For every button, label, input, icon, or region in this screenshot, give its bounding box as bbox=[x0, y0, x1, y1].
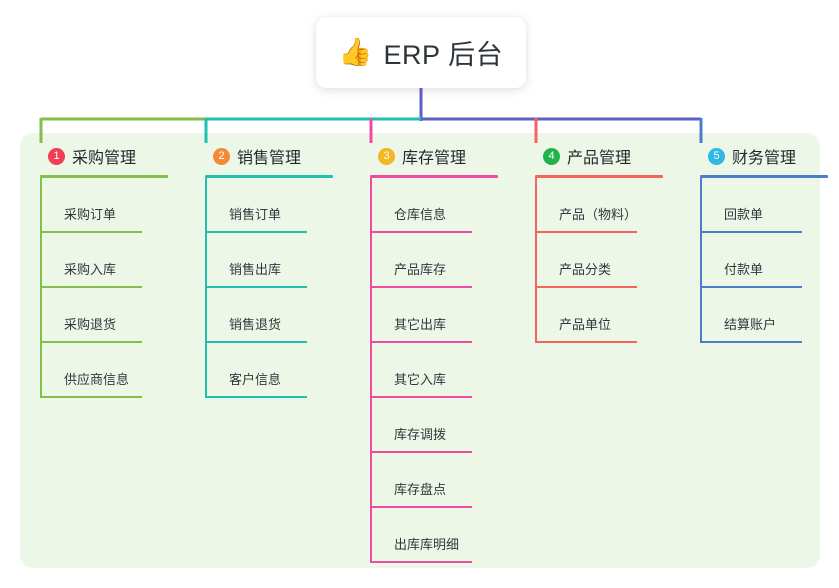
column-2: 2 销售管理销售订单销售出库销售退货客户信息 bbox=[195, 143, 360, 398]
column-5: 5 财务管理回款单付款单结算账户 bbox=[690, 143, 839, 343]
list-item-label: 采购入库 bbox=[64, 262, 117, 277]
column-title: 产品管理 bbox=[567, 150, 632, 167]
column-underline bbox=[370, 175, 498, 178]
list-item-underline bbox=[42, 341, 142, 343]
list-item-label: 出库库明细 bbox=[394, 537, 460, 552]
list-item[interactable]: 出库库明细 bbox=[372, 508, 525, 563]
column-4: 4 产品管理产品（物料） 产品分类产品单位 bbox=[525, 143, 690, 343]
column-1: 1 采购管理采购订单采购入库采购退货供应商信息 bbox=[30, 143, 195, 398]
list-item-label: 产品分类 bbox=[559, 262, 612, 277]
list-item-underline bbox=[207, 231, 307, 233]
list-item-label: 回款单 bbox=[724, 207, 764, 222]
list-item-underline bbox=[372, 286, 472, 288]
list-item[interactable]: 采购退货 bbox=[42, 288, 195, 343]
list-item-label: 库存调拨 bbox=[394, 427, 447, 442]
list-item[interactable]: 回款单 bbox=[702, 178, 839, 233]
root-node[interactable]: 👍 ERP 后台 bbox=[316, 17, 526, 88]
column-underline bbox=[40, 175, 168, 178]
list-item[interactable]: 仓库信息 bbox=[372, 178, 525, 233]
list-item[interactable]: 产品库存 bbox=[372, 233, 525, 288]
list-item-label: 采购订单 bbox=[64, 207, 117, 222]
list-item[interactable]: 其它入库 bbox=[372, 343, 525, 398]
column-items: 采购订单采购入库采购退货供应商信息 bbox=[40, 178, 195, 398]
column-header-3[interactable]: 3 库存管理 bbox=[360, 143, 525, 169]
list-item[interactable]: 结算账户 bbox=[702, 288, 839, 343]
list-item-label: 产品（物料） bbox=[559, 207, 638, 222]
column-items: 回款单付款单结算账户 bbox=[700, 178, 839, 343]
list-item[interactable]: 采购入库 bbox=[42, 233, 195, 288]
column-underline bbox=[700, 175, 828, 178]
column-items: 销售订单销售出库销售退货客户信息 bbox=[205, 178, 360, 398]
list-item-underline bbox=[42, 396, 142, 398]
list-item-underline bbox=[372, 506, 472, 508]
column-title: 采购管理 bbox=[72, 150, 137, 167]
column-header-2[interactable]: 2 销售管理 bbox=[195, 143, 360, 169]
list-item-underline bbox=[372, 451, 472, 453]
diagram-panel bbox=[20, 133, 820, 568]
column-badge-icon: 3 bbox=[378, 147, 395, 165]
list-item-underline bbox=[537, 286, 637, 288]
column-badge-icon: 4 bbox=[543, 147, 560, 165]
thumbs-up-icon: 👍 bbox=[338, 37, 373, 68]
list-item-label: 其它出库 bbox=[394, 317, 447, 332]
list-item[interactable]: 销售出库 bbox=[207, 233, 360, 288]
list-item-underline bbox=[537, 341, 637, 343]
list-item-underline bbox=[42, 231, 142, 233]
list-item[interactable]: 销售退货 bbox=[207, 288, 360, 343]
list-item-label: 其它入库 bbox=[394, 372, 447, 387]
list-item-underline bbox=[372, 561, 472, 563]
list-item-underline bbox=[42, 286, 142, 288]
list-item[interactable]: 库存调拨 bbox=[372, 398, 525, 453]
list-item[interactable]: 产品（物料） bbox=[537, 178, 690, 233]
list-item-underline bbox=[207, 341, 307, 343]
column-title: 销售管理 bbox=[237, 150, 302, 167]
list-item-underline bbox=[537, 231, 637, 233]
list-item[interactable]: 采购订单 bbox=[42, 178, 195, 233]
column-badge-icon: 5 bbox=[708, 147, 725, 165]
root-title: ERP 后台 bbox=[383, 40, 504, 70]
column-title: 库存管理 bbox=[402, 150, 467, 167]
list-item[interactable]: 产品分类 bbox=[537, 233, 690, 288]
list-item-underline bbox=[207, 396, 307, 398]
list-item-label: 采购退货 bbox=[64, 317, 117, 332]
list-item-underline bbox=[207, 286, 307, 288]
list-item[interactable]: 供应商信息 bbox=[42, 343, 195, 398]
list-item-label: 供应商信息 bbox=[64, 372, 130, 387]
list-item[interactable]: 库存盘点 bbox=[372, 453, 525, 508]
column-header-1[interactable]: 1 采购管理 bbox=[30, 143, 195, 169]
column-header-5[interactable]: 5 财务管理 bbox=[690, 143, 839, 169]
list-item[interactable]: 其它出库 bbox=[372, 288, 525, 343]
list-item-underline bbox=[372, 341, 472, 343]
list-item-label: 销售退货 bbox=[229, 317, 282, 332]
list-item-underline bbox=[702, 286, 802, 288]
list-item-label: 仓库信息 bbox=[394, 207, 447, 222]
list-item[interactable]: 客户信息 bbox=[207, 343, 360, 398]
list-item-underline bbox=[702, 231, 802, 233]
list-item-label: 客户信息 bbox=[229, 372, 282, 387]
list-item-label: 结算账户 bbox=[724, 317, 777, 332]
list-item-label: 付款单 bbox=[724, 262, 764, 277]
list-item-label: 库存盘点 bbox=[394, 482, 447, 497]
column-underline bbox=[205, 175, 333, 178]
list-item-underline bbox=[372, 396, 472, 398]
column-title: 财务管理 bbox=[732, 150, 797, 167]
column-badge-icon: 2 bbox=[213, 147, 230, 165]
list-item[interactable]: 销售订单 bbox=[207, 178, 360, 233]
list-item-underline bbox=[702, 341, 802, 343]
column-underline bbox=[535, 175, 663, 178]
column-badge-icon: 1 bbox=[48, 147, 65, 165]
list-item[interactable]: 产品单位 bbox=[537, 288, 690, 343]
column-3: 3 库存管理仓库信息产品库存其它出库其它入库库存调拨库存盘点出库库明细 bbox=[360, 143, 525, 563]
list-item-underline bbox=[372, 231, 472, 233]
list-item-label: 产品库存 bbox=[394, 262, 447, 277]
list-item-label: 产品单位 bbox=[559, 317, 612, 332]
list-item-label: 销售出库 bbox=[229, 262, 282, 277]
column-items: 产品（物料） 产品分类产品单位 bbox=[535, 178, 690, 343]
list-item-label: 销售订单 bbox=[229, 207, 282, 222]
list-item[interactable]: 付款单 bbox=[702, 233, 839, 288]
column-items: 仓库信息产品库存其它出库其它入库库存调拨库存盘点出库库明细 bbox=[370, 178, 525, 563]
column-header-4[interactable]: 4 产品管理 bbox=[525, 143, 690, 169]
